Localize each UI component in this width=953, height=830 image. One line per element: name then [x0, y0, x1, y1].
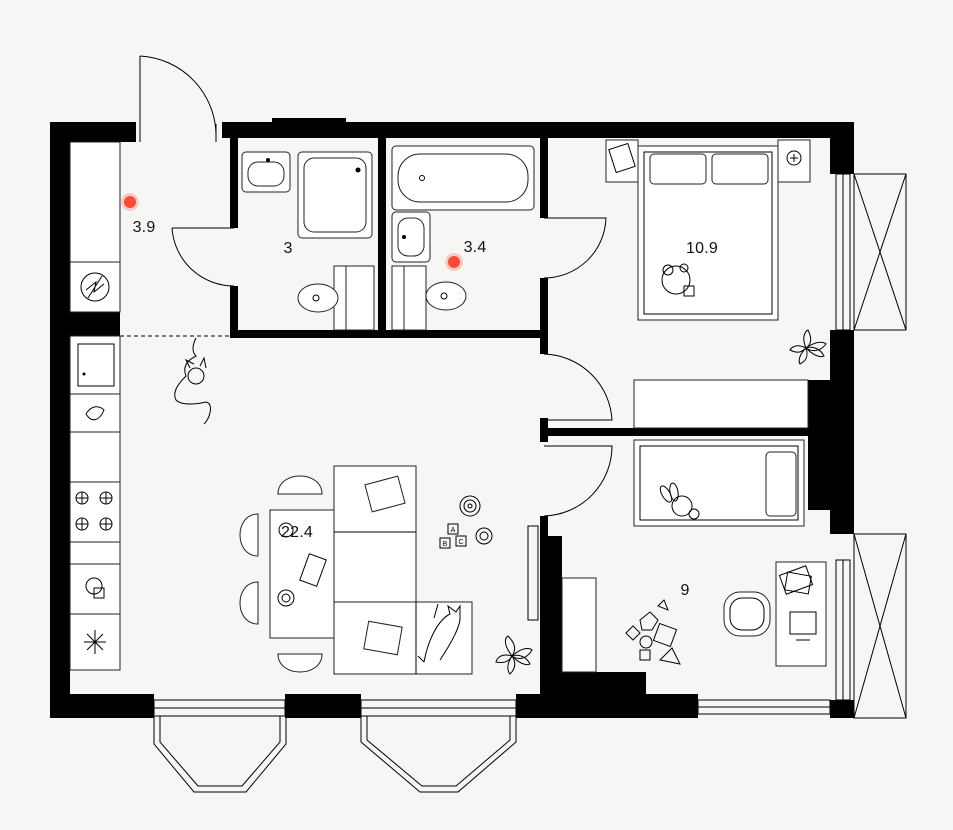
tub-bathroom-fixtures — [391, 145, 535, 331]
toy-bunny-icon — [659, 482, 700, 520]
cat-icon — [417, 603, 461, 663]
toys-icon: A B C — [439, 495, 493, 549]
abc-block-b: B — [443, 541, 448, 548]
balcony-bottom-center — [360, 699, 517, 793]
bedroom-furniture — [605, 139, 827, 365]
plant-icon — [789, 329, 827, 365]
chair-icon — [723, 591, 771, 637]
sofa-icon — [333, 465, 473, 675]
room-area-bathroom-shower: 3 — [283, 240, 293, 257]
bed-icon — [637, 145, 779, 321]
room-area-living-kitchen: 22.4 — [281, 524, 313, 541]
hallway-wardrobe — [69, 141, 121, 313]
window-bottom-right — [697, 699, 831, 715]
room-area-kids-room: 9 — [680, 582, 690, 599]
dining-table-icon — [239, 475, 337, 673]
toy-blocks-icon — [625, 599, 681, 665]
hallway-marker[interactable] — [124, 196, 136, 208]
kids-room-furniture — [561, 379, 827, 673]
door-bathroom-shower — [171, 227, 235, 287]
stove-icon — [69, 481, 121, 543]
room-area-bedroom: 10.9 — [686, 240, 718, 257]
interior-walls — [70, 138, 808, 686]
balcony-right-top — [835, 173, 907, 331]
door-bathroom-tub — [543, 217, 607, 279]
kitchen-units — [69, 335, 121, 671]
room-area-hallway: 3.9 — [132, 219, 156, 236]
desk-icon — [775, 561, 827, 667]
snowflake-icon — [69, 613, 121, 671]
room-area-bathroom-tub: 3.4 — [463, 239, 487, 256]
cat-lying-icon — [174, 337, 211, 425]
living-plant-icon — [495, 635, 533, 675]
door-bedroom — [543, 353, 613, 421]
abc-block-a: A — [451, 527, 456, 534]
entrance-door — [139, 55, 217, 142]
balcony-right-bottom — [835, 533, 907, 719]
door-living — [527, 525, 539, 621]
teddy-bear-icon — [661, 263, 695, 297]
outer-walls — [50, 118, 854, 718]
door-kids-room — [543, 445, 613, 517]
balcony-bottom-left — [153, 699, 287, 793]
abc-block-c: C — [458, 539, 463, 546]
bathroom-tub-marker[interactable] — [448, 256, 460, 268]
kids-bed-icon — [633, 439, 805, 527]
shower-bathroom-fixtures — [241, 151, 375, 331]
